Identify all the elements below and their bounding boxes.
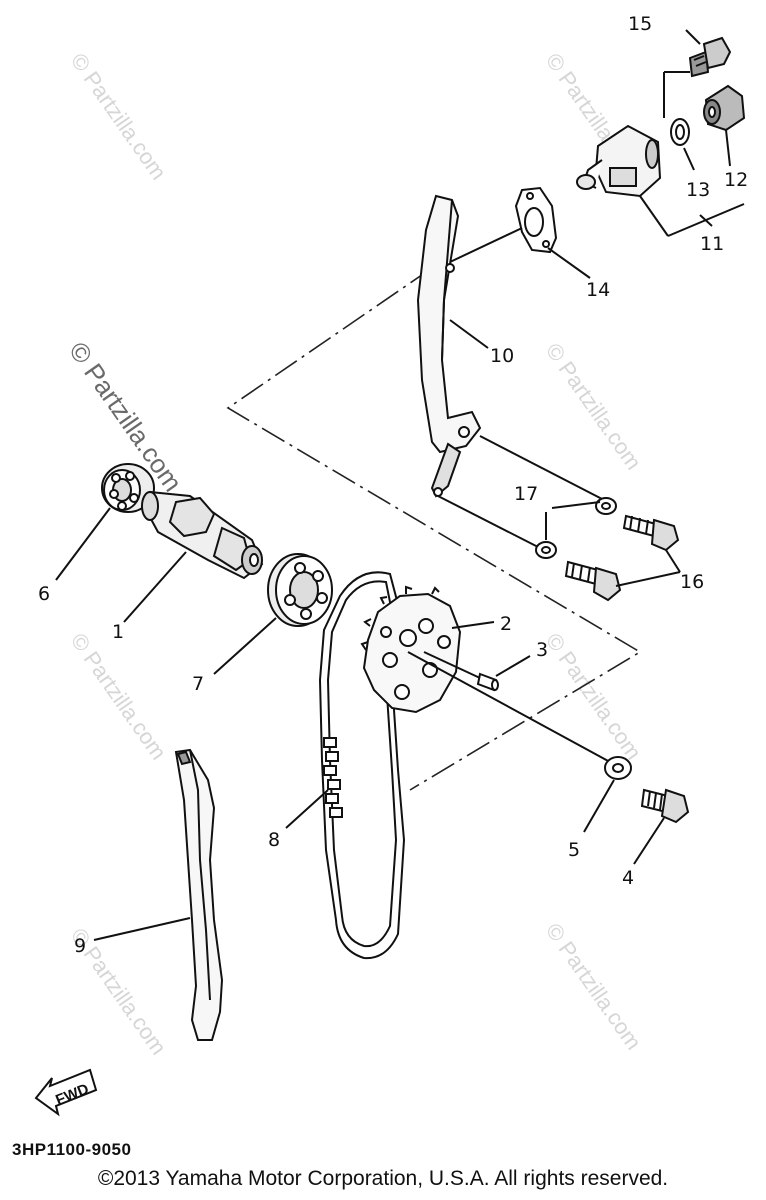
assembly-outline — [226, 267, 642, 791]
callout-11: 11 — [700, 233, 724, 255]
callout-1: 1 — [112, 621, 124, 643]
watermark: © Partzilla.com — [541, 629, 647, 765]
callout-13: 13 — [686, 179, 710, 201]
callout-3: 3 — [536, 639, 548, 661]
bearing-6 — [55, 463, 155, 581]
copyright-notice: ©2013 Yamaha Motor Corporation, U.S.A. A… — [97, 1167, 669, 1190]
watermark: © Partzilla.com — [541, 919, 647, 1055]
chain-guide-10 — [416, 194, 605, 549]
callout-15: 15 — [628, 13, 652, 35]
callout-9: 9 — [74, 935, 86, 957]
forward-arrow-icon: FWD — [34, 1068, 98, 1117]
washer-5 — [583, 756, 632, 833]
dowel-pin-3 — [423, 651, 531, 692]
diagram-part-code: 3HP1100-9050 — [12, 1140, 132, 1159]
callout-14: 14 — [586, 279, 610, 301]
camshaft-1 — [123, 490, 264, 623]
watermark: © Partzilla.com — [541, 339, 647, 475]
callout-4: 4 — [622, 867, 634, 889]
callout-5: 5 — [568, 839, 580, 861]
callout-17: 17 — [514, 483, 538, 505]
chain-guide-9 — [93, 748, 224, 1041]
callout-labels: 1 2 3 4 5 6 7 8 9 10 11 12 13 14 15 16 1… — [38, 13, 748, 957]
callout-7: 7 — [192, 673, 204, 695]
bearing-7 — [213, 553, 333, 675]
callout-6: 6 — [38, 583, 50, 605]
bolts-16 — [564, 514, 681, 602]
bolt-4 — [633, 788, 690, 865]
chain-tensioner-assembly — [576, 29, 746, 237]
cam-sprocket-2 — [360, 585, 611, 763]
washers-17 — [535, 497, 617, 559]
callout-8: 8 — [268, 829, 280, 851]
callout-12: 12 — [724, 169, 748, 191]
callout-16: 16 — [680, 571, 704, 593]
watermark: © Partzilla.com — [66, 629, 172, 765]
callout-2: 2 — [500, 613, 512, 635]
callout-10: 10 — [490, 345, 514, 367]
watermark: © Partzilla.com — [66, 49, 172, 185]
gasket-14 — [449, 186, 591, 279]
watermarks: © Partzilla.com © Partzilla.com © Partzi… — [63, 49, 646, 1060]
cam-chain-8 — [285, 571, 406, 960]
